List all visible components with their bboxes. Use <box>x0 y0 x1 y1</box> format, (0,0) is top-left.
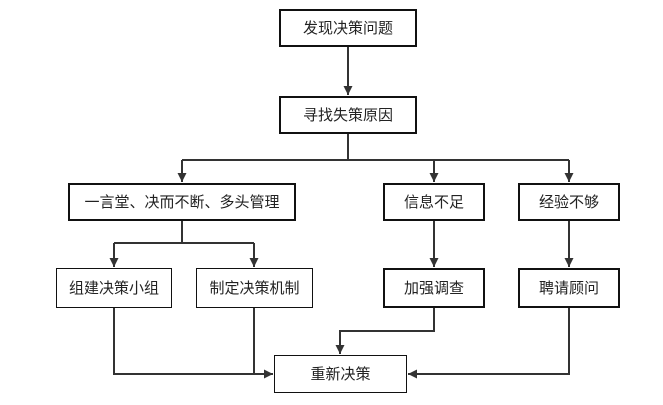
node-find-cause: 寻找失策原因 <box>279 96 417 134</box>
node-discover-problem: 发现决策问题 <box>279 9 417 47</box>
arrow-consultant-to-redecide <box>408 308 570 379</box>
node-fix-consultant: 聘请顾问 <box>518 268 620 308</box>
node-fix-team: 组建决策小组 <box>56 268 172 308</box>
node-fix-mechanism: 制定决策机制 <box>196 268 313 308</box>
node-cause-information: 信息不足 <box>383 183 485 221</box>
arrow-investigate-to-redecide <box>335 308 435 354</box>
arrow-team-to-redecide <box>113 308 273 379</box>
node-cause-experience: 经验不够 <box>518 183 620 221</box>
node-cause-management: 一言堂、决而不断、多头管理 <box>68 183 296 221</box>
node-fix-investigation: 加强调查 <box>383 268 485 308</box>
node-redecide: 重新决策 <box>274 355 407 393</box>
